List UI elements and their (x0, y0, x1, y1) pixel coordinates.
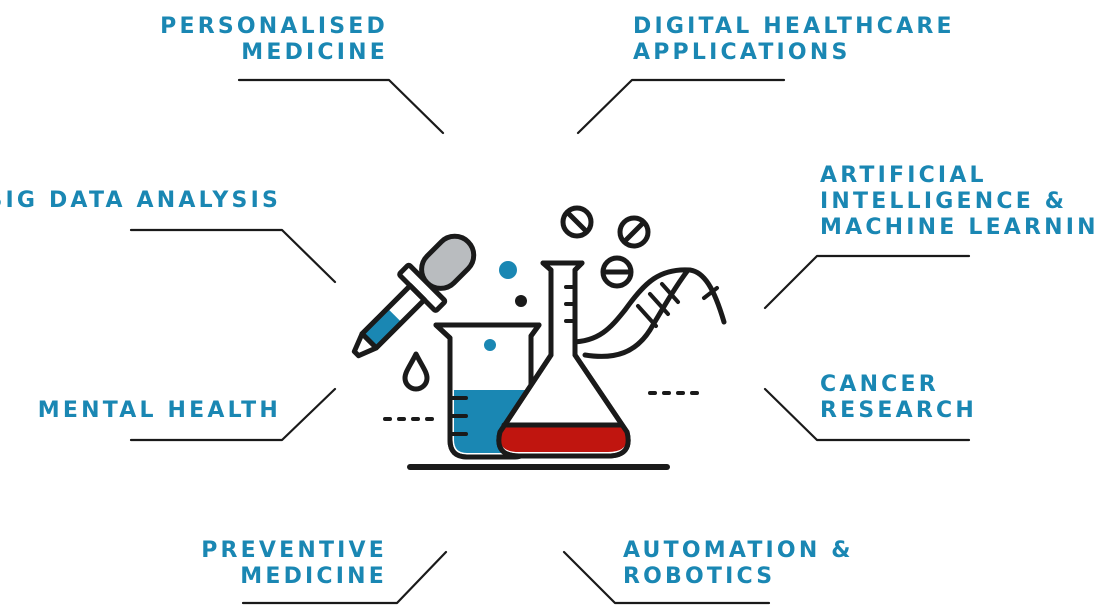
connector-cancer-research (763, 387, 971, 442)
connector-automation-robotics (562, 550, 771, 605)
pill-icon (600, 255, 634, 289)
label-mental-health: MENTAL HEALTH (38, 398, 281, 424)
erlenmeyer-flask-icon (496, 260, 631, 459)
label-preventive-medicine: PREVENTIVE MEDICINE (201, 538, 387, 590)
droplet-icon (402, 351, 430, 392)
label-digital-healthcare-applications: DIGITAL HEALTHCARE APPLICATIONS (633, 14, 955, 66)
label-big-data-analysis: BIG DATA ANALYSIS (0, 188, 281, 214)
connector-ai-ml (763, 254, 971, 310)
label-line: MACHINE LEARNING (820, 215, 1097, 240)
bubble-icon (484, 339, 496, 351)
connector-preventive-medicine (241, 550, 448, 605)
label-line: MEDICINE (240, 564, 387, 589)
label-line: PERSONALISED (160, 14, 388, 39)
dotted-dashes-icon (383, 391, 699, 421)
label-line: APPLICATIONS (633, 40, 851, 65)
label-line: DIGITAL HEALTHCARE (633, 14, 955, 39)
bubble-icon (499, 261, 517, 279)
label-cancer-research: CANCER RESEARCH (820, 372, 977, 424)
label-line: PREVENTIVE (201, 538, 387, 563)
label-line: ARTIFICIAL (820, 163, 987, 188)
connector-digital-healthcare (576, 78, 786, 135)
pipette-icon (351, 233, 477, 359)
connector-lines (129, 78, 971, 605)
label-ai-machine-learning: ARTIFICIAL INTELLIGENCE & MACHINE LEARNI… (820, 163, 1097, 241)
label-line: CANCER (820, 372, 939, 397)
connector-personalised-medicine (237, 78, 445, 135)
label-line: MENTAL HEALTH (37, 398, 281, 423)
label-line: AUTOMATION & (623, 538, 854, 563)
label-automation-robotics: AUTOMATION & ROBOTICS (623, 538, 854, 590)
connector-mental-health (129, 387, 337, 442)
laboratory-glassware-icon (351, 205, 727, 470)
dna-helix-icon (568, 267, 727, 359)
label-line: MEDICINE (241, 40, 388, 65)
connector-big-data (129, 228, 337, 284)
bubble-icon (515, 295, 527, 307)
label-line: BIG DATA ANALYSIS (0, 188, 281, 213)
label-line: INTELLIGENCE & (820, 189, 1068, 214)
label-line: RESEARCH (820, 398, 977, 423)
label-personalised-medicine: PERSONALISED MEDICINE (160, 14, 388, 66)
pill-icon (560, 205, 594, 239)
pill-icon (617, 215, 651, 249)
label-line: ROBOTICS (623, 564, 776, 589)
